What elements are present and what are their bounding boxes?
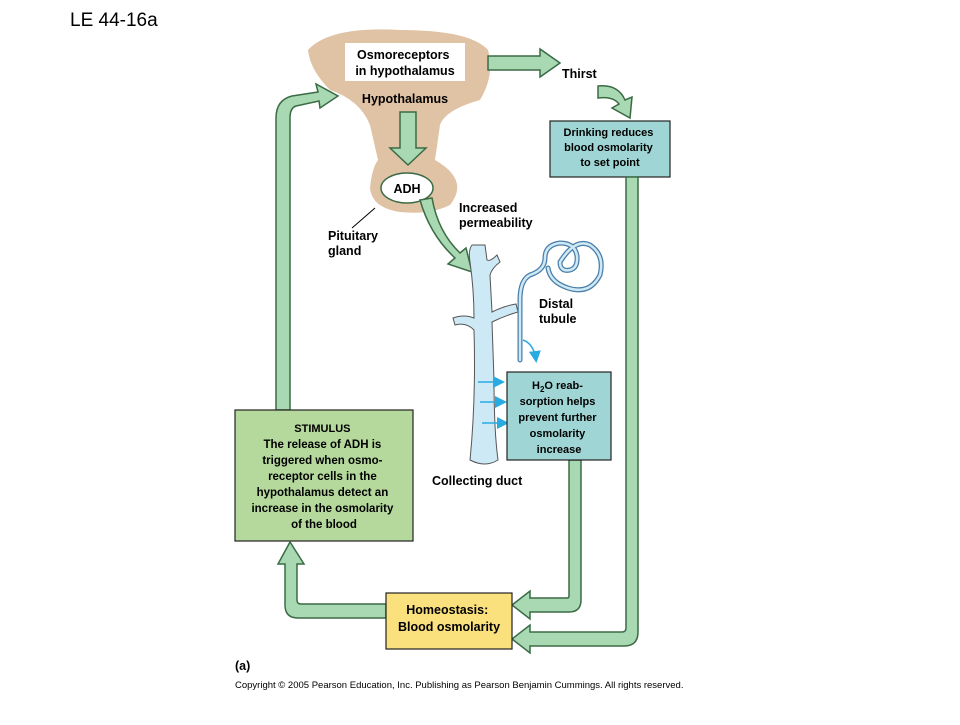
copyright-text: Copyright © 2005 Pearson Education, Inc.… (235, 680, 683, 691)
distal-tubule-lumen (518, 241, 603, 362)
pituitary-label: Pituitary gland (328, 229, 382, 258)
arrow-hypothalamus-to-adh (388, 111, 428, 167)
slide-title: LE 44-16a (70, 10, 158, 31)
osmoreceptors-label-box (345, 43, 465, 81)
osmoreceptors-label: Osmoreceptors in hypothalamus (355, 48, 454, 78)
homeostasis-text: Homeostasis: Blood osmolarity (398, 603, 500, 634)
hypothalamus-label: Hypothalamus (362, 92, 448, 106)
drinking-box (549, 120, 671, 178)
stimulus-text: STIMULUS The release of ADH is triggered… (251, 423, 396, 531)
h2o-reabsorption-text: H2O reab- sorption helps prevent further… (518, 380, 599, 456)
adh-oval (380, 172, 434, 204)
pituitary-pointer (351, 207, 376, 229)
collecting-duct-label: Collecting duct (432, 474, 523, 488)
homeostasis-box (385, 592, 513, 650)
arrow-thirst-to-drinking (597, 85, 633, 120)
arrow-h2o-to-homeostasis (510, 459, 582, 621)
tubule-flow-arrow (522, 339, 541, 363)
thirst-label: Thirst (562, 67, 598, 81)
drinking-text: Drinking reduces blood osmolarity to set… (564, 127, 657, 169)
h2o-reabsorption-box (506, 371, 612, 461)
distal-tubule-label: Distal tubule (539, 297, 577, 326)
stimulus-box (234, 409, 414, 542)
arrow-stimulus-to-hypothalamus (275, 82, 340, 411)
arrow-homeostasis-to-stimulus (276, 540, 387, 619)
panel-label: (a) (235, 659, 250, 673)
increased-permeability-label: Increased permeability (459, 201, 533, 230)
adh-label: ADH (393, 182, 420, 196)
arrow-osmoreceptors-to-thirst (487, 47, 562, 79)
arrow-drinking-to-homeostasis (510, 176, 639, 655)
